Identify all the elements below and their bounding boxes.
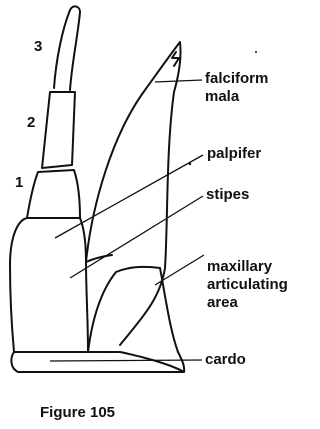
label-falciform-mala: falciform mala (205, 70, 268, 106)
segment-number-2: 2 (27, 114, 35, 131)
leader-articulating-area (155, 255, 204, 285)
dot-mark (189, 163, 191, 165)
label-area: area (207, 294, 288, 312)
mala-tip-notch (172, 52, 179, 66)
dot-mark-2 (255, 51, 257, 53)
palp-segment-3 (54, 6, 80, 90)
segment-number-1: 1 (15, 174, 23, 191)
leader-palpifer (55, 155, 203, 238)
label-maxillary-articulating-area: maxillary articulating area (207, 258, 288, 312)
leader-cardo (50, 360, 202, 361)
label-stipes: stipes (206, 186, 249, 204)
label-mala: mala (205, 88, 268, 106)
stipes-body (10, 218, 88, 352)
palp-segment-2 (42, 92, 75, 168)
label-articulating: articulating (207, 276, 288, 294)
leader-falciform-mala (155, 80, 202, 82)
label-maxillary: maxillary (207, 258, 288, 276)
cardo (11, 352, 184, 372)
label-cardo: cardo (205, 351, 246, 369)
segment-number-3: 3 (34, 38, 42, 55)
palp-segment-1 (27, 170, 80, 218)
stipes-fold (86, 255, 112, 262)
label-falciform: falciform (205, 70, 268, 88)
label-palpifer: palpifer (207, 145, 261, 163)
figure-caption: Figure 105 (40, 404, 115, 421)
